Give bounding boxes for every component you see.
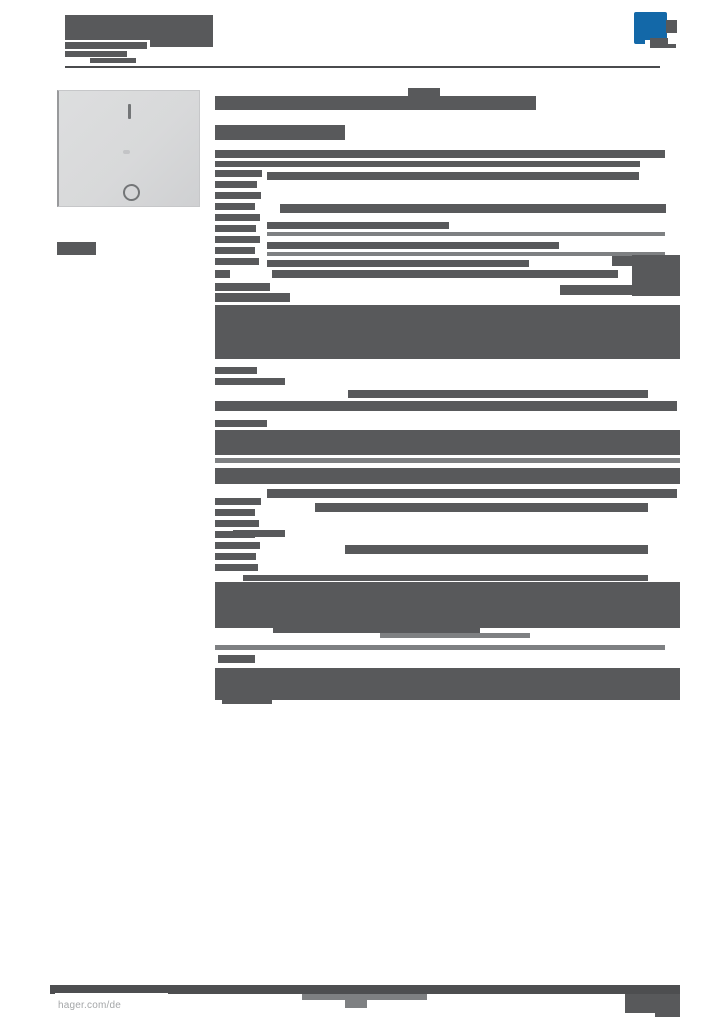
logo-redaction-block bbox=[650, 38, 668, 48]
redacted-text-block bbox=[215, 430, 680, 455]
redacted-text-block bbox=[215, 181, 257, 188]
redacted-text-block bbox=[215, 378, 285, 385]
redacted-text-block bbox=[215, 645, 665, 650]
redacted-text-block bbox=[65, 15, 213, 40]
redacted-text-block bbox=[348, 390, 648, 398]
redacted-text-block bbox=[655, 1013, 680, 1017]
switch-on-mark bbox=[128, 104, 131, 119]
redacted-text-block bbox=[215, 367, 257, 374]
redacted-text-block bbox=[267, 232, 665, 236]
redacted-text-block bbox=[267, 242, 559, 249]
redacted-text-block bbox=[315, 503, 648, 512]
redacted-text-block bbox=[215, 293, 290, 302]
redacted-text-block bbox=[150, 40, 213, 47]
redacted-text-block bbox=[215, 161, 640, 167]
redacted-text-block bbox=[215, 458, 680, 463]
redacted-text-block bbox=[222, 700, 272, 704]
redacted-text-block bbox=[273, 628, 480, 633]
redacted-text-block bbox=[215, 96, 536, 110]
logo-notch bbox=[645, 40, 654, 45]
redacted-text-block bbox=[65, 42, 147, 49]
redacted-text-block bbox=[233, 530, 285, 537]
redacted-text-block bbox=[243, 575, 648, 581]
switch-off-mark bbox=[123, 184, 140, 201]
redacted-text-block bbox=[345, 1000, 367, 1008]
header-rule bbox=[65, 66, 660, 68]
redacted-text-block bbox=[215, 125, 345, 140]
product-photo bbox=[57, 90, 200, 207]
footer-website-text: hager.com/de bbox=[58, 999, 121, 1011]
redacted-text-block bbox=[215, 214, 260, 221]
redacted-text-block bbox=[65, 51, 127, 57]
redacted-text-block bbox=[215, 564, 258, 571]
redacted-text-block bbox=[215, 283, 270, 291]
redacted-text-block bbox=[215, 236, 260, 243]
redacted-text-block bbox=[215, 192, 261, 199]
redacted-text-block bbox=[215, 668, 680, 700]
redacted-text-block bbox=[215, 305, 680, 359]
redacted-text-block bbox=[267, 252, 665, 256]
redacted-text-block bbox=[215, 270, 230, 278]
redacted-text-block bbox=[215, 225, 256, 232]
switch-center-smudge bbox=[123, 150, 130, 154]
redacted-text-block bbox=[302, 994, 427, 1000]
logo-redaction-block bbox=[668, 44, 676, 48]
redacted-text-block bbox=[560, 285, 655, 295]
redacted-text-block bbox=[625, 994, 680, 1013]
redacted-text-block bbox=[215, 498, 261, 505]
redacted-text-block bbox=[280, 204, 666, 213]
redacted-text-block bbox=[215, 247, 255, 254]
redacted-text-block bbox=[215, 520, 259, 527]
redacted-text-block bbox=[218, 655, 255, 663]
redacted-text-block bbox=[215, 170, 262, 177]
redacted-text-block bbox=[267, 172, 639, 180]
redacted-text-block bbox=[272, 270, 618, 278]
redacted-text-block bbox=[408, 88, 440, 96]
redacted-text-block bbox=[380, 633, 530, 638]
footer-website-box: hager.com/de bbox=[55, 993, 168, 1017]
redacted-text-block bbox=[267, 489, 677, 498]
redacted-text-block bbox=[57, 242, 96, 255]
redacted-text-block bbox=[215, 420, 267, 427]
redacted-text-block bbox=[90, 58, 136, 63]
brand-logo-icon bbox=[634, 12, 680, 50]
redacted-text-block bbox=[215, 542, 260, 549]
redacted-text-block bbox=[267, 260, 529, 267]
redacted-text-block bbox=[215, 150, 665, 158]
redacted-text-block bbox=[612, 256, 633, 266]
redacted-text-block bbox=[267, 222, 449, 229]
redacted-text-block bbox=[215, 401, 677, 411]
redacted-text-block bbox=[345, 545, 648, 554]
logo-redaction-block bbox=[666, 20, 677, 33]
footer-band bbox=[50, 985, 680, 994]
redacted-text-block bbox=[215, 468, 680, 484]
redacted-text-block bbox=[215, 582, 680, 628]
redacted-text-block bbox=[215, 258, 259, 265]
redacted-text-block bbox=[215, 509, 255, 516]
redacted-text-block bbox=[215, 203, 255, 210]
redacted-text-block bbox=[215, 553, 256, 560]
